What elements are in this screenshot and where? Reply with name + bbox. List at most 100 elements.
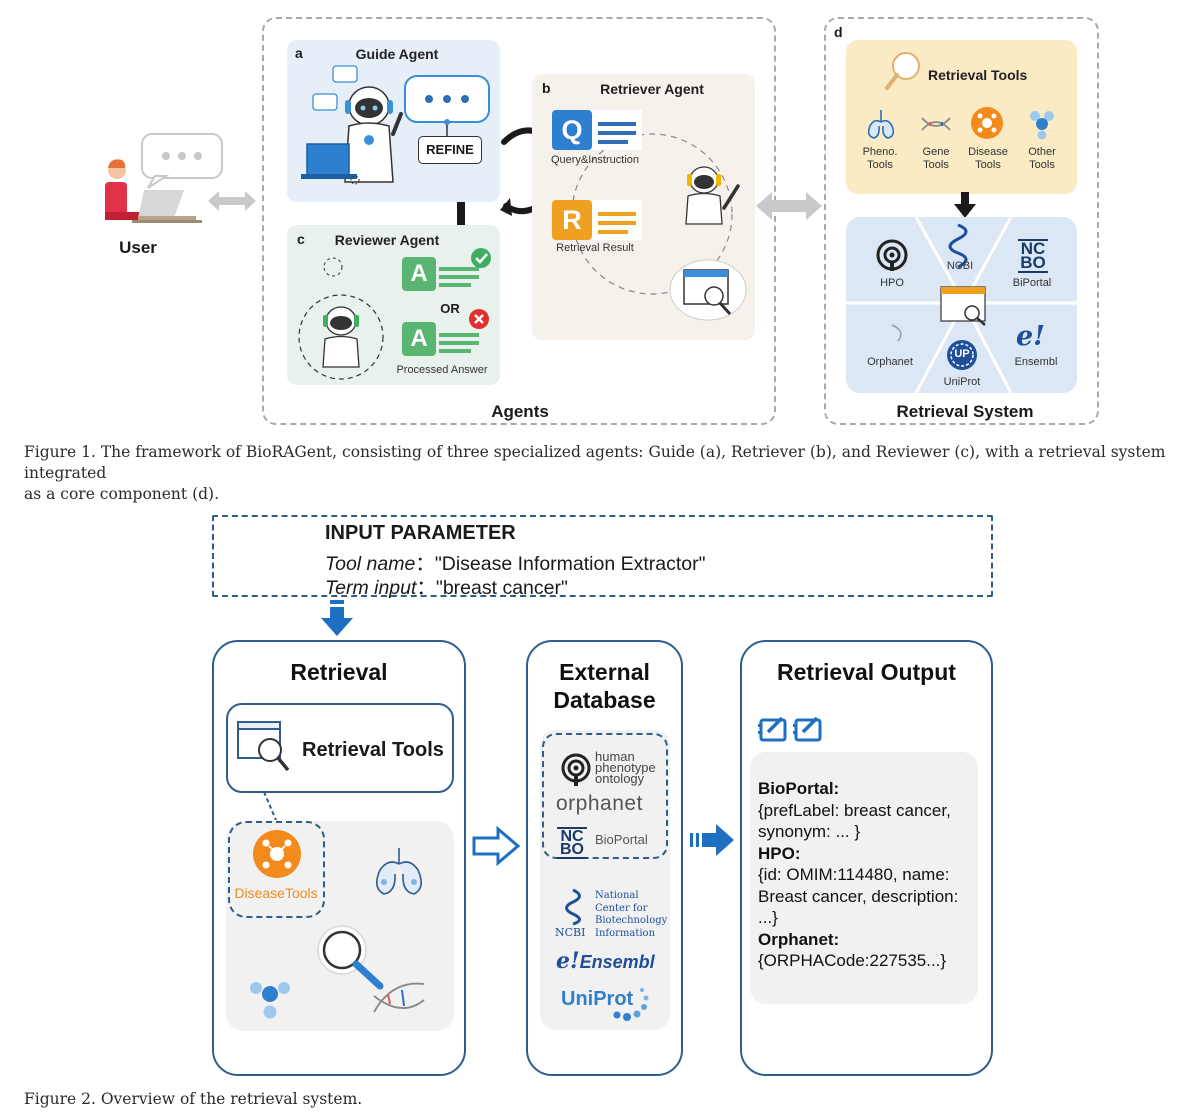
tool-label-other: Other Tools <box>1028 146 1056 171</box>
disease-tools-label: DiseaseTools <box>234 885 318 901</box>
reviewer-agent-panel: c Reviewer Agent A OR A Processed Answer <box>287 225 500 385</box>
output-hpo-line2: Breast cancer, description: <box>758 886 959 906</box>
output-hpo-label: HPO: <box>758 843 801 863</box>
figure-1-caption: Figure 1. The framework of BioRAGent, co… <box>24 443 1166 503</box>
ncbo-logo-bottom-2: BO <box>557 842 587 859</box>
gene-tools-icon <box>921 117 951 131</box>
browser-search-icon <box>237 721 290 772</box>
output-hpo-line3: ...} <box>758 908 778 927</box>
ensembl-logo: e!Ensembl <box>556 948 655 974</box>
guide-agent-title: Guide Agent <box>355 46 439 62</box>
term-input-label: Term input <box>325 577 417 599</box>
magnifier-icon <box>885 52 920 90</box>
panel-d-tag: d <box>834 24 843 40</box>
retrieval-tools-panel: Retrieval Tools Pheno. Tools Gene Tools <box>846 40 1077 194</box>
hpo-logo-icon <box>561 753 591 786</box>
retrieval-system-label: Retrieval System <box>896 402 1034 421</box>
input-parameter-title: INPUT PARAMETER <box>325 522 516 544</box>
db-to-output-arrow-icon <box>690 824 734 856</box>
output-content-area <box>750 752 978 1004</box>
panel-b-tag: b <box>542 80 551 96</box>
input-down-arrow-icon <box>321 600 353 636</box>
result-letter-icon: R <box>552 200 592 240</box>
output-orphanet-line1: {ORPHACode:227535...} <box>758 951 947 970</box>
tool-name-label: Tool name <box>325 553 416 575</box>
uniprot-badge-text: UP <box>954 348 970 360</box>
refine-label: REFINE <box>418 136 482 164</box>
user-agents-double-arrow-icon <box>208 191 256 211</box>
ncbo-logo-top: NC <box>1018 239 1048 257</box>
magnifier-large-icon <box>317 925 384 990</box>
retriever-agent-title: Retriever Agent <box>600 81 704 97</box>
disease-tools-big-icon <box>253 830 301 878</box>
figure-2-caption: Figure 2. Overview of the retrieval syst… <box>24 1090 363 1108</box>
uniprot-logo-text: UniProt <box>561 988 634 1010</box>
retrieval-output-title: Retrieval Output <box>777 659 956 685</box>
query-instruction-label: Query&Instruction <box>550 154 640 166</box>
other-tools-icon <box>1030 111 1054 140</box>
output-content: BioPortal: {prefLabel: breast cancer, sy… <box>758 778 976 972</box>
uniprot-dots-icon <box>613 988 649 1021</box>
query-letter-icon: Q <box>552 110 592 150</box>
reviewer-agent-title: Reviewer Agent <box>334 232 440 248</box>
db-label-biportal: BiPortal <box>1012 277 1052 289</box>
tool-label-disease: Disease Tools <box>968 146 1008 171</box>
db-label-uniprot: UniProt <box>943 376 981 388</box>
highlighted-databases <box>542 733 668 859</box>
ncbo-logo-bottom: BO <box>1018 254 1048 273</box>
db-label-ensembl: Ensembl <box>1014 356 1058 368</box>
disease-tools-icon <box>971 107 1003 139</box>
panel-a-tag: a <box>295 45 303 61</box>
or-label: OR <box>440 301 460 316</box>
agents-retrieval-double-arrow-icon <box>756 192 822 220</box>
orphanet-logo: orphanet <box>556 792 643 815</box>
lungs-icon <box>376 848 422 895</box>
database-dividers <box>846 217 1077 393</box>
db-label-ncbi: NCBI <box>946 260 974 272</box>
output-bioportal-line2: synonym: ... } <box>758 822 861 841</box>
ncbi-logo-short: NCBI <box>555 926 586 939</box>
retrieval-to-db-arrow-icon <box>472 826 520 866</box>
guide-robot-icon <box>301 65 490 185</box>
processed-answer-label: Processed Answer <box>396 364 488 376</box>
user-illustration <box>100 130 225 230</box>
ncbi-helix-icon <box>565 888 581 926</box>
tool-label-gene: Gene Tools <box>922 146 950 171</box>
database-logos-area <box>540 730 670 1030</box>
answer-letter-icon-accepted: A <box>402 257 436 291</box>
output-bioportal-line1: {prefLabel: breast cancer, <box>758 800 951 820</box>
guide-agent-panel: a Guide Agent REFINE <box>287 40 500 202</box>
retrieval-system-container <box>824 17 1099 425</box>
notes-edit-icon <box>758 716 822 742</box>
ensembl-logo-icon: e! <box>1016 321 1046 352</box>
user-label: User <box>119 238 157 257</box>
dna-icon <box>373 982 425 1013</box>
output-orphanet-label: Orphanet: <box>758 929 840 949</box>
db-label-orphanet: Orphanet <box>867 356 913 368</box>
ncbi-logo-text: National Center for Biotechnology Inform… <box>595 890 668 939</box>
agents-container <box>262 17 776 425</box>
hpo-logo-text: human phenotype ontology <box>595 749 656 786</box>
tool-label-pheno: Pheno. Tools <box>862 146 898 171</box>
retrieval-tools-title: Retrieval Tools <box>928 67 1028 83</box>
retrieval-result-label: Retrieval Result <box>556 242 634 254</box>
pheno-tools-icon <box>867 110 895 139</box>
disease-tools-highlight <box>228 821 325 918</box>
term-input-value: ："breast cancer" <box>416 577 568 599</box>
ensembl-e-icon: e! <box>556 948 580 974</box>
tool-name-value: ："Disease Information Extractor" <box>415 553 706 575</box>
external-database-title: External Database <box>553 659 656 713</box>
tools-dotted-connector <box>263 791 277 821</box>
db-label-hpo: HPO <box>880 277 904 289</box>
ncbo-logo-top-2: NC <box>557 827 587 845</box>
tools-to-db-arrow-icon <box>954 192 976 218</box>
output-bioportal-label: BioPortal: <box>758 779 840 798</box>
answer-letter-icon-rejected: A <box>402 322 436 356</box>
panel-c-tag: c <box>297 231 305 247</box>
retrieval-title: Retrieval <box>290 659 388 685</box>
bioportal-logo-text: BioPortal <box>595 832 648 847</box>
term-input-row: Term input："breast cancer" <box>325 571 568 600</box>
reviewer-decorations <box>298 248 491 380</box>
output-hpo-line1: {id: OMIM:114480, name: <box>758 865 950 884</box>
retriever-agent-panel: b Retriever Agent Q Query&Instruction <box>532 74 755 340</box>
